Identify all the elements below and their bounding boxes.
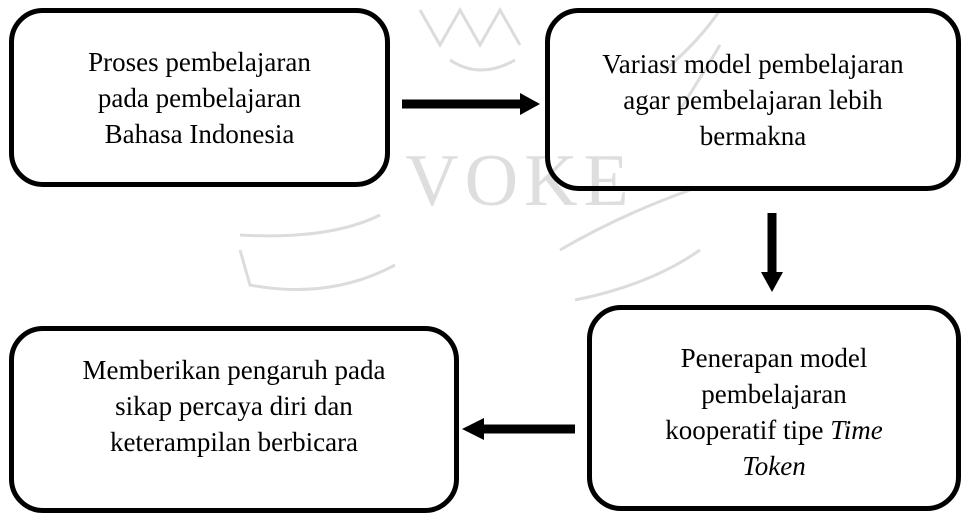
box3-line3: kooperatif tipe bbox=[665, 415, 831, 445]
box1-line3: Bahasa Indonesia bbox=[104, 118, 295, 149]
box3-line1: Penerapan model bbox=[680, 343, 868, 373]
box1-line1: Proses pembelajaran bbox=[88, 46, 311, 77]
box4-line3: keterampilan berbicara bbox=[109, 426, 359, 457]
box2-line2: agar pembelajaran lebih bbox=[623, 84, 883, 115]
box3-line4-italic: Token bbox=[742, 451, 806, 481]
box-variasi-model: Variasi model pembelajaran agar pembelaj… bbox=[545, 8, 961, 191]
box4-line1: Memberikan pengaruh pada bbox=[82, 354, 386, 385]
watermark-text: VOKE bbox=[405, 140, 635, 222]
box3-line3-italic: Time bbox=[830, 415, 883, 445]
box2-line3: bermakna bbox=[699, 120, 807, 151]
box1-line2: pada pembelajaran bbox=[97, 82, 302, 113]
box-memberikan-pengaruh: Memberikan pengaruh pada sikap percaya d… bbox=[9, 326, 459, 513]
box-penerapan-model: Penerapan model pembelajaran kooperatif … bbox=[587, 305, 961, 511]
box-proses-pembelajaran: Proses pembelajaran pada pembelajaran Ba… bbox=[9, 8, 390, 187]
box4-line2: sikap percaya diri dan bbox=[115, 390, 353, 421]
box2-line1: Variasi model pembelajaran bbox=[602, 48, 904, 79]
box3-line2: pembelajaran bbox=[701, 379, 847, 409]
